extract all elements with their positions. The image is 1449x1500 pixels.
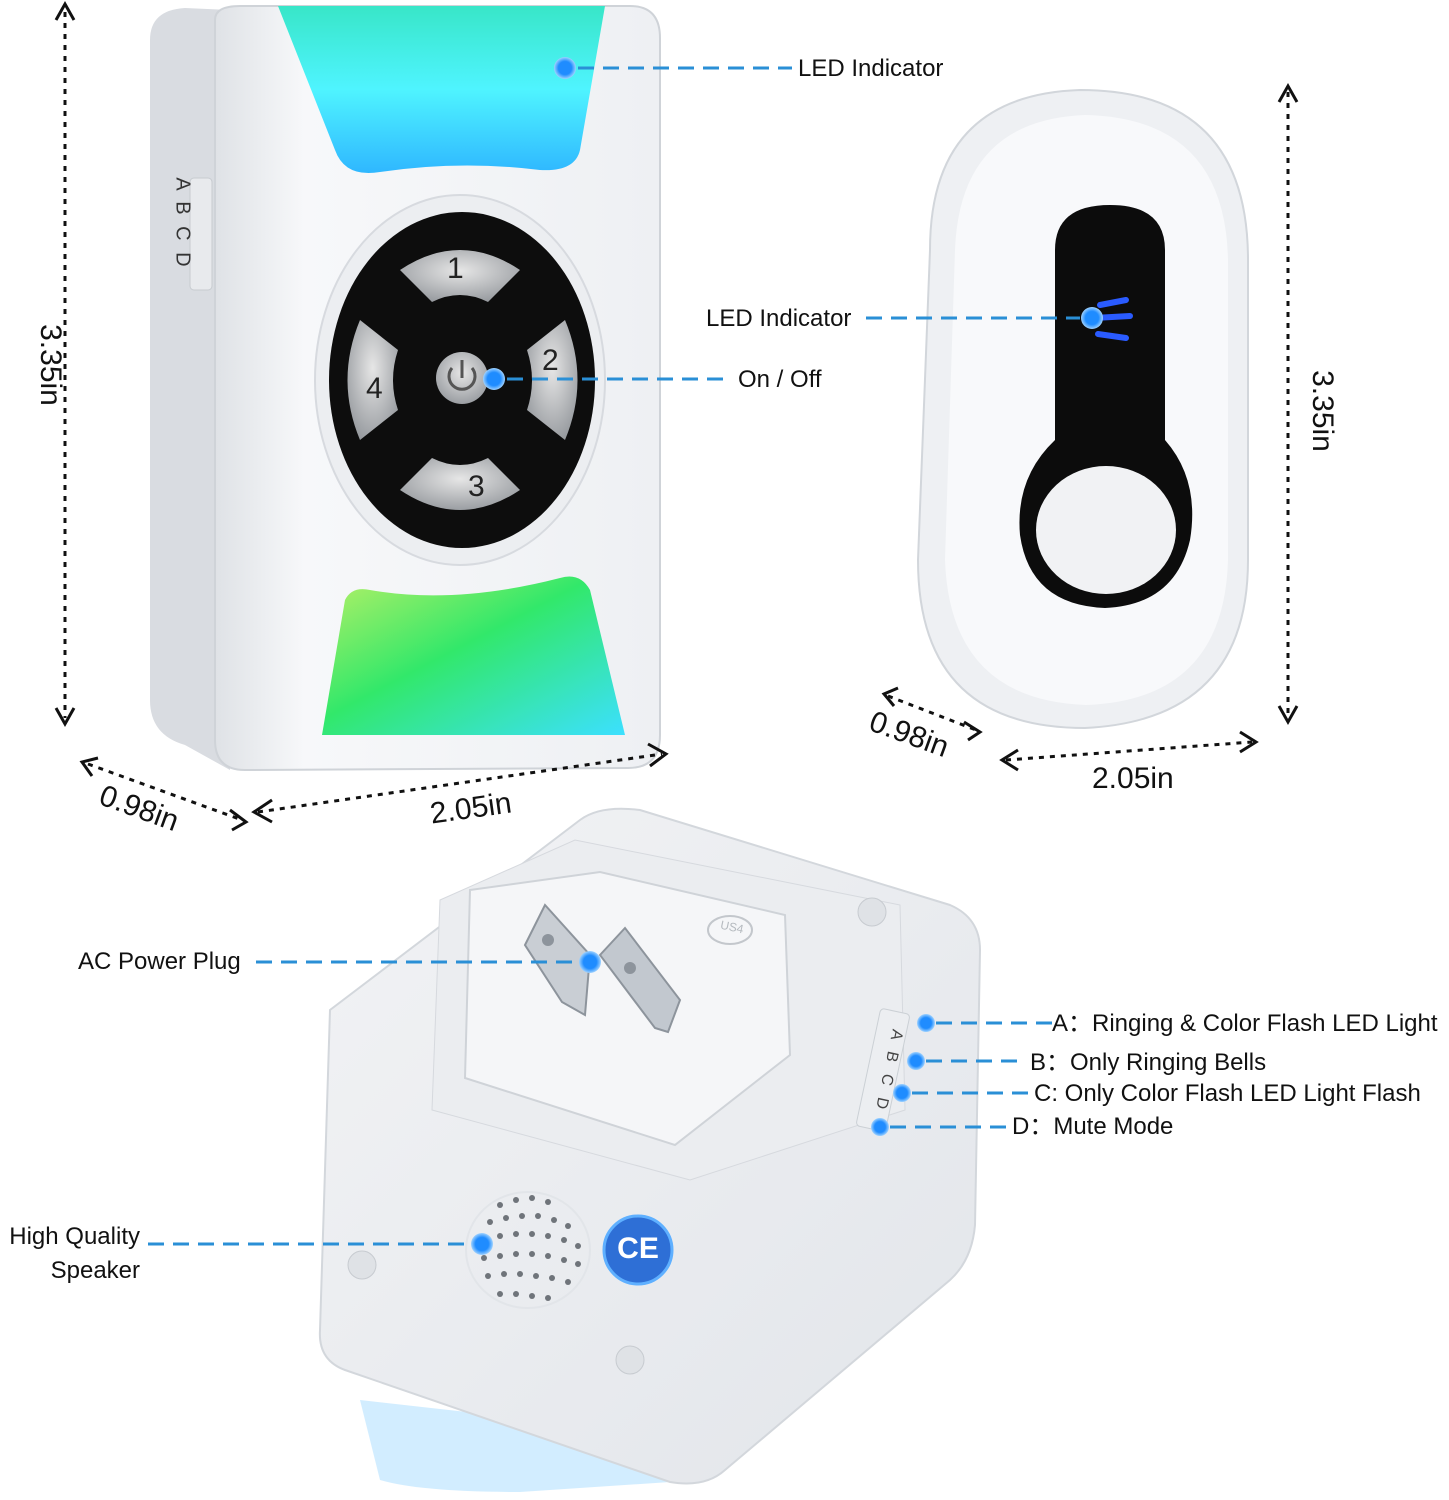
plug-prong-right bbox=[598, 926, 682, 1034]
receiver-onoff-label: On / Off bbox=[738, 366, 822, 393]
callout-dot bbox=[483, 368, 505, 390]
receiver-button-3 bbox=[400, 458, 520, 510]
back-mode-switch bbox=[856, 1008, 910, 1132]
callout-dot bbox=[1081, 307, 1103, 329]
button-label-1: 1 bbox=[447, 252, 464, 285]
callout-dot bbox=[917, 1014, 935, 1032]
receiver-top-led bbox=[278, 6, 605, 174]
mode-c-label: C: Only Color Flash LED Light Flash bbox=[1034, 1080, 1421, 1107]
ce-mark: CE bbox=[617, 1232, 659, 1265]
screw-hole bbox=[857, 897, 887, 927]
transmitter-bell-button bbox=[1036, 466, 1176, 594]
button-label-2: 2 bbox=[542, 344, 559, 377]
back-callouts bbox=[148, 951, 1052, 1255]
transmitter-width-label: 2.05in bbox=[1092, 762, 1174, 795]
button-label-3: 3 bbox=[468, 470, 485, 503]
speaker-label-line2: Speaker bbox=[50, 1257, 140, 1284]
screw-hole bbox=[347, 1250, 377, 1280]
receiver-button-4 bbox=[347, 320, 398, 440]
receiver-callouts bbox=[483, 57, 792, 390]
receiver-led-label: LED Indicator bbox=[798, 55, 944, 82]
back-side-led bbox=[360, 1400, 715, 1492]
receiver-bottom-led bbox=[322, 576, 625, 735]
callout-dot bbox=[893, 1084, 911, 1102]
receiver-button-1 bbox=[400, 250, 520, 302]
plug-prong-left bbox=[523, 903, 592, 1017]
receiver-height-label: 3.35in bbox=[34, 324, 67, 406]
receiver-mode-switch bbox=[189, 177, 213, 291]
receiver-dimensions bbox=[54, 0, 669, 832]
receiver-device bbox=[150, 5, 661, 772]
button-label-4: 4 bbox=[366, 372, 383, 405]
plug-stamp bbox=[707, 915, 753, 945]
plug-label: AC Power Plug bbox=[78, 948, 241, 975]
callout-dot bbox=[471, 1233, 493, 1255]
transmitter-led-label: LED Indicator bbox=[706, 305, 852, 332]
speaker-label-line1: High Quality bbox=[9, 1223, 140, 1250]
callout-dot bbox=[579, 951, 601, 973]
power-icon bbox=[447, 367, 477, 391]
receiver-back-device bbox=[318, 807, 982, 1492]
ce-badge bbox=[602, 1214, 674, 1286]
mode-a-label: A：Ringing & Color Flash LED Light bbox=[1052, 1010, 1438, 1037]
speaker-grille bbox=[465, 1191, 591, 1309]
transmitter-height-label: 3.35in bbox=[1306, 370, 1339, 452]
receiver-button-2 bbox=[527, 320, 578, 440]
screw-hole bbox=[615, 1345, 645, 1375]
transmitter-dimensions bbox=[881, 82, 1299, 772]
transmitter-device bbox=[866, 88, 1249, 730]
mode-b-label: B：Only Ringing Bells bbox=[1030, 1049, 1267, 1076]
mode-d-label: D：Mute Mode bbox=[1012, 1113, 1174, 1140]
callout-dot bbox=[907, 1052, 925, 1070]
receiver-switch-letters: A B C D bbox=[171, 177, 194, 270]
callout-dot bbox=[554, 57, 576, 79]
callout-dot bbox=[871, 1118, 889, 1136]
speaker-holes bbox=[481, 1195, 581, 1301]
